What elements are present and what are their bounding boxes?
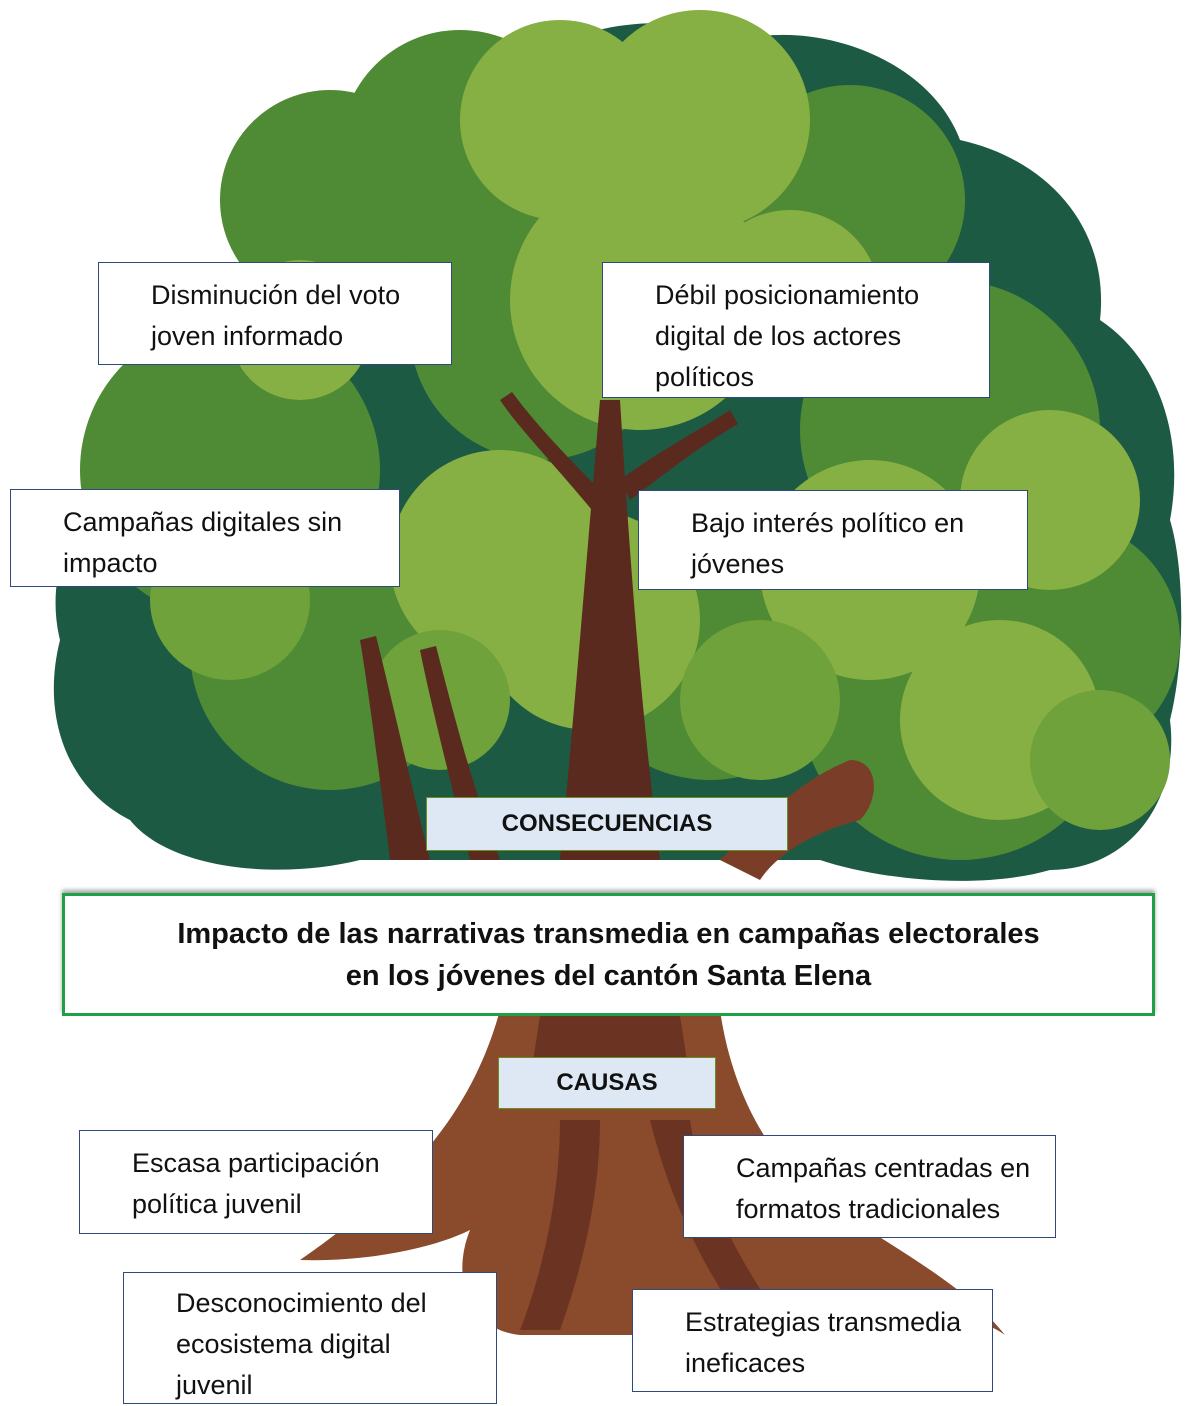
causes-label: CAUSAS: [498, 1057, 716, 1109]
consequence-line: jóvenes: [691, 549, 785, 579]
consequence-line: digital de los actores: [655, 321, 902, 351]
cause-box: Escasa participación política juvenil: [79, 1130, 433, 1234]
consequence-line: Bajo interés político en: [691, 508, 965, 538]
cause-line: formatos tradicionales: [736, 1194, 1001, 1224]
consequence-line: joven informado: [151, 321, 344, 351]
consequences-label: CONSECUENCIAS: [426, 797, 788, 851]
consequence-line: Campañas digitales sin: [63, 507, 343, 537]
consequence-line: Disminución del voto: [151, 280, 401, 310]
cause-line: Desconocimiento del: [176, 1288, 427, 1318]
consequence-box: Bajo interés político en jóvenes: [638, 490, 1028, 590]
central-problem-box: Impacto de las narrativas transmedia en …: [62, 893, 1155, 1016]
cause-box: Estrategias transmedia ineficaces: [632, 1289, 993, 1392]
cause-box: Desconocimiento del ecosistema digital j…: [123, 1272, 497, 1404]
consequence-box: Disminución del voto joven informado: [98, 262, 452, 365]
cause-line: política juvenil: [132, 1189, 302, 1219]
consequence-line: impacto: [63, 548, 158, 578]
cause-line: Campañas centradas en: [736, 1153, 1031, 1183]
cause-line: ecosistema digital: [176, 1329, 391, 1359]
consequence-box: Campañas digitales sin impacto: [10, 489, 400, 587]
cause-line: juvenil: [176, 1370, 253, 1400]
cause-line: ineficaces: [685, 1348, 806, 1378]
consequence-box: Débil posicionamiento digital de los act…: [602, 262, 990, 398]
cause-line: Escasa participación: [132, 1148, 380, 1178]
central-problem-line: en los jóvenes del cantón Santa Elena: [345, 959, 872, 992]
central-problem-line: Impacto de las narrativas transmedia en …: [177, 917, 1040, 950]
cause-box: Campañas centradas en formatos tradicion…: [683, 1135, 1056, 1238]
cause-line: Estrategias transmedia: [685, 1307, 962, 1337]
consequence-line: Débil posicionamiento: [655, 280, 920, 310]
consequence-line: políticos: [655, 362, 755, 392]
